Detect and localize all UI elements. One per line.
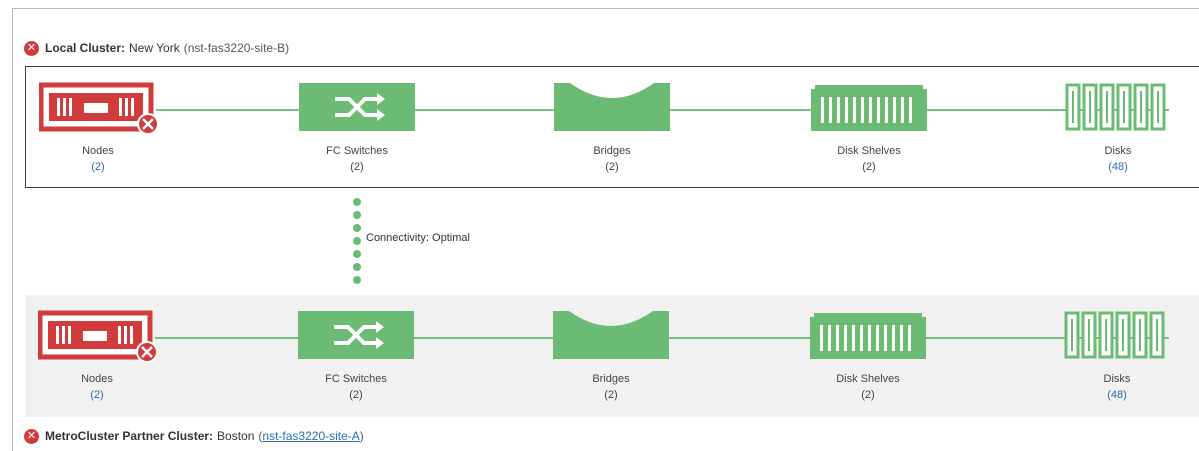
connectivity-dot [353,198,361,206]
disks-icon [1028,79,1199,135]
component-name: Nodes [82,145,114,157]
component-name: Nodes [81,373,113,385]
error-icon: ✕ [24,40,39,56]
component-nodes[interactable]: Nodes (2) [8,79,188,174]
component-name: Bridges [592,373,630,385]
component-count: (2) [349,389,363,401]
component-count: (2) [861,389,875,401]
component-count-link[interactable]: (48) [1108,161,1128,173]
fc-switch-icon [266,307,446,363]
connectivity-dot [353,263,361,271]
component-name: Disks [1103,373,1131,385]
component-name: Disk Shelves [837,145,901,157]
partner-cluster-label: MetroCluster Partner Cluster: [45,429,214,443]
component-fc-switches[interactable]: FC Switches (2) [266,307,446,402]
disk-shelf-icon [778,307,958,363]
local-cluster-topology: Nodes (2) FC Switches (2) Bridges (2) [25,66,1199,188]
connectivity-label: Connectivity: Optimal [366,232,470,244]
local-cluster-host: (nst-fas3220-site-B) [183,41,290,55]
partner-cluster-topology: Nodes (2) FC Switches (2) Bridges (2) [25,295,1199,417]
component-count-link[interactable]: (2) [90,389,104,401]
component-bridges[interactable]: Bridges (2) [521,307,701,402]
component-count-link[interactable]: (48) [1107,389,1127,401]
node-error-icon [8,79,188,135]
connectivity-dot [353,250,361,258]
component-count: (2) [605,161,619,173]
component-count: (2) [350,161,364,173]
component-disks[interactable]: Disks (48) [1027,307,1199,402]
host-paren-close: ) [359,429,364,443]
partner-cluster-host: (nst-fas3220-site-A) [258,429,363,443]
partner-cluster-header: ✕ MetroCluster Partner Cluster: Boston (… [24,425,364,447]
local-cluster-city: New York [129,41,180,55]
component-count: (2) [604,389,618,401]
connectivity-dot [353,224,361,232]
component-name: FC Switches [326,145,388,157]
component-nodes[interactable]: Nodes (2) [7,307,187,402]
component-name: Bridges [593,145,631,157]
bridge-icon [521,307,701,363]
bridge-icon [522,79,702,135]
component-name: FC Switches [325,373,387,385]
component-disk-shelves[interactable]: Disk Shelves (2) [779,79,959,174]
local-cluster-header: ✕ Local Cluster: New York (nst-fas3220-s… [24,37,289,59]
connectivity-dot [353,276,361,284]
error-icon: ✕ [24,428,39,444]
component-bridges[interactable]: Bridges (2) [522,79,702,174]
disk-shelf-icon [779,79,959,135]
node-error-icon [7,307,187,363]
component-disks[interactable]: Disks (48) [1028,79,1199,174]
partner-cluster-host-link[interactable]: nst-fas3220-site-A [262,429,360,443]
fc-switch-icon [267,79,447,135]
component-count: (2) [862,161,876,173]
partner-cluster-city: Boston [217,429,255,443]
local-cluster-label: Local Cluster: [45,41,126,55]
connectivity-dot [353,237,361,245]
disks-icon [1027,307,1199,363]
component-fc-switches[interactable]: FC Switches (2) [267,79,447,174]
connectivity-dot [353,211,361,219]
connectivity-indicator: Connectivity: Optimal [350,196,550,286]
host-paren-open: ( [258,429,263,443]
component-name: Disk Shelves [836,373,900,385]
component-disk-shelves[interactable]: Disk Shelves (2) [778,307,958,402]
component-name: Disks [1104,145,1132,157]
component-count-link[interactable]: (2) [91,161,105,173]
